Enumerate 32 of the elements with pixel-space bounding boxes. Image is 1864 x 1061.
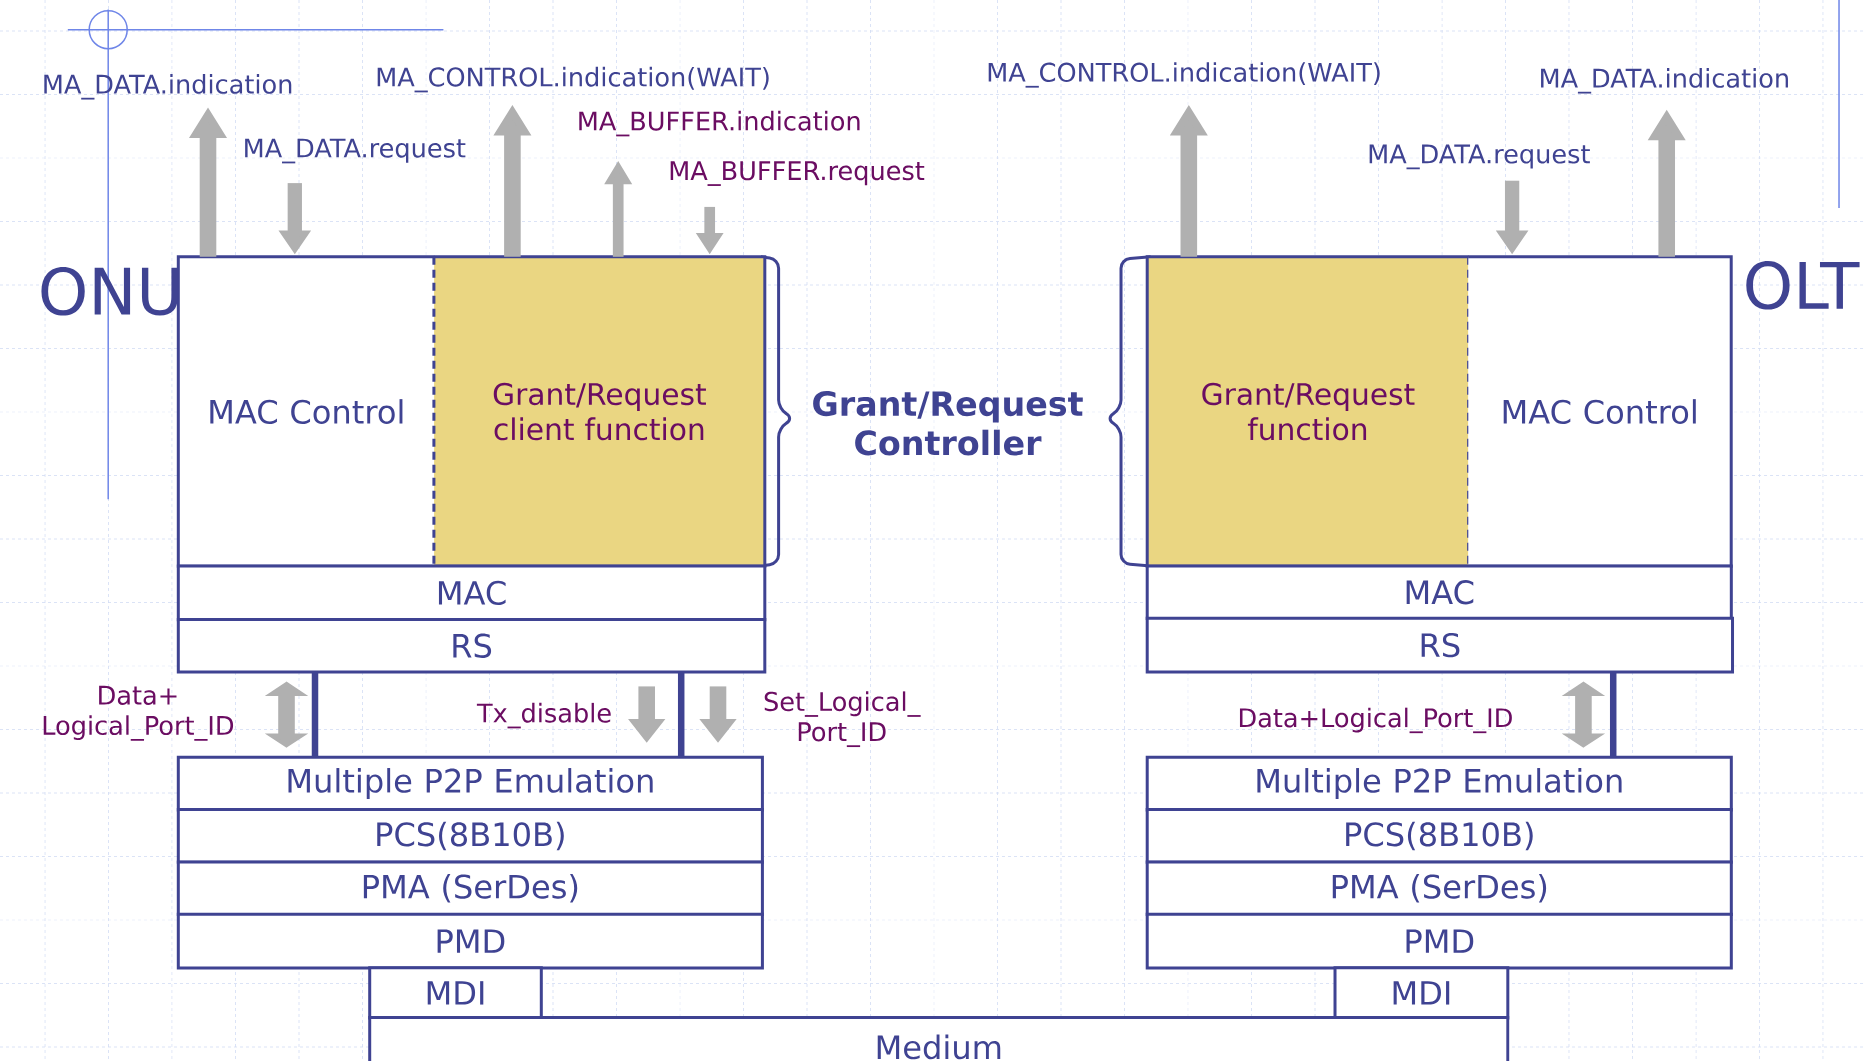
layer-box: MDI	[1333, 966, 1510, 1020]
edge-label: MA_CONTROL.indication(WAIT)	[988, 62, 1380, 88]
layer-box: PCS(8B10B)	[1145, 808, 1733, 864]
connector-line	[1609, 672, 1617, 758]
edge-label: MA_DATA.indication	[1541, 68, 1788, 94]
side-label: OLT	[1746, 261, 1860, 310]
connector-line	[311, 672, 319, 758]
layer-box: MAC	[1145, 564, 1733, 621]
edge-label: Set_Logical_ Port_ID	[764, 691, 921, 748]
edge-label: MA_BUFFER.indication	[579, 110, 860, 137]
layer-box: PCS(8B10B)	[176, 808, 764, 864]
layer-box: PMA (SerDes)	[1145, 860, 1733, 917]
layer-box: RS	[1145, 616, 1734, 674]
layer-box: MAC	[176, 564, 767, 622]
edge-label: MA_BUFFER.request	[670, 161, 925, 186]
edge-label: MA_DATA.request	[245, 138, 466, 164]
function-box: Grant/Request function	[1145, 255, 1471, 568]
edge-label: MA_DATA.request	[1369, 144, 1590, 170]
edge-label: Data+Logical_Port_ID	[1239, 707, 1512, 734]
edge-label: Tx_disable	[476, 702, 611, 729]
layer-box: Multiple P2P Emulation	[176, 755, 764, 812]
function-box: Grant/Request client function	[432, 255, 767, 568]
connector-line	[677, 672, 685, 758]
edge-label: MA_CONTROL.indication(WAIT)	[377, 66, 769, 93]
layer-box: MDI	[368, 966, 543, 1020]
layer-box: PMA (SerDes)	[176, 860, 764, 917]
arrow	[1561, 681, 1606, 748]
layer-box: RS	[176, 617, 767, 674]
layer-box: Multiple P2P Emulation	[1145, 755, 1733, 812]
edge-label: Data+ Logical_Port_ID	[43, 685, 234, 741]
title-label: Grant/Request Controller	[813, 390, 1083, 456]
arrow	[264, 681, 309, 748]
